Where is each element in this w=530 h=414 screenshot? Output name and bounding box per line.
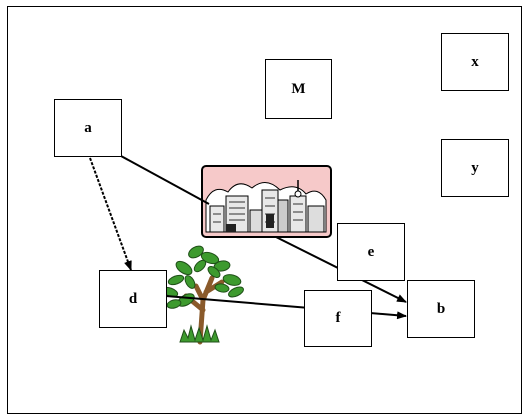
city-skyline-icon: [201, 165, 332, 238]
node-x[interactable]: x: [441, 33, 509, 91]
edge-a-city: [120, 155, 210, 205]
node-M[interactable]: M: [265, 59, 332, 119]
node-d[interactable]: d: [99, 270, 167, 328]
node-b[interactable]: b: [407, 280, 475, 338]
diagram-canvas: [89, 155, 407, 345]
edge-a-d: [89, 157, 132, 271]
node-a[interactable]: a: [54, 99, 122, 157]
node-f[interactable]: f: [304, 290, 372, 347]
node-e[interactable]: e: [337, 223, 405, 281]
tree-icon: [161, 245, 244, 345]
node-y[interactable]: y: [441, 139, 509, 197]
